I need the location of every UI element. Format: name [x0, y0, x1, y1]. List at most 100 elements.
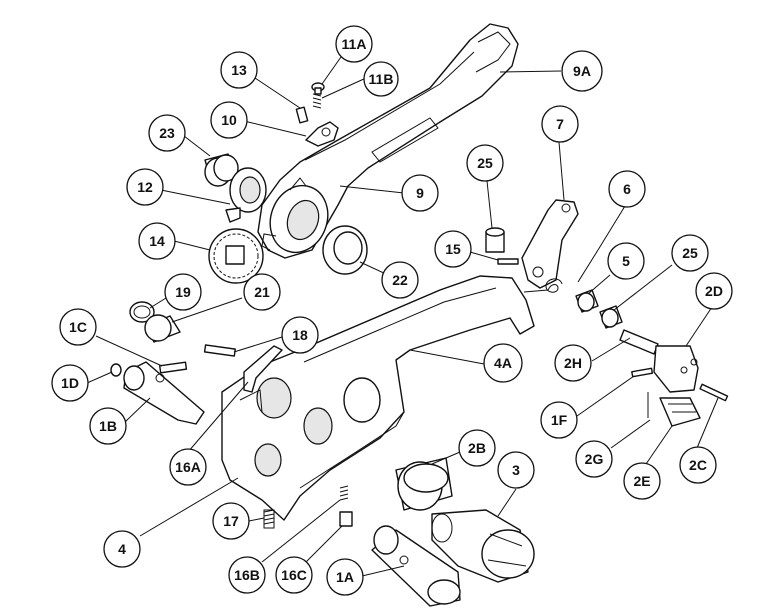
- leader-7: [558, 141, 565, 201]
- part-1c-pin: [159, 361, 188, 374]
- svg-text:1A: 1A: [336, 569, 354, 585]
- svg-text:6: 6: [623, 181, 631, 197]
- svg-text:17: 17: [223, 513, 239, 529]
- part-2h-shaft: [619, 329, 659, 355]
- svg-text:1F: 1F: [551, 412, 568, 428]
- part-11b-spring: [312, 93, 322, 109]
- part-7-dog: [521, 199, 579, 289]
- leader-9: [339, 185, 405, 194]
- callout-2b: 2B: [458, 429, 496, 467]
- svg-text:21: 21: [254, 284, 270, 300]
- leader-17: [248, 517, 265, 522]
- part-2d-clamp-block: [653, 345, 699, 393]
- part-21-bushing: [144, 314, 181, 343]
- part-1b-handle: [123, 361, 205, 425]
- callout-6: 6: [608, 170, 646, 208]
- leader-16c: [305, 525, 343, 563]
- callout-2e: 2E: [623, 462, 661, 500]
- callout-25b: 25: [671, 234, 709, 272]
- leader-2b: [431, 451, 461, 465]
- callout-2c: 2C: [679, 446, 717, 484]
- svg-text:14: 14: [149, 233, 165, 249]
- callout-25a: 25: [466, 144, 504, 182]
- part-22-bushing: [322, 225, 368, 275]
- svg-text:10: 10: [221, 112, 237, 128]
- part-1d-nut: [110, 363, 122, 377]
- part-13-pin: [295, 106, 309, 124]
- part-23-bushing: [204, 153, 239, 187]
- part-2e-cutter: [659, 397, 701, 427]
- callout-7: 7: [541, 105, 579, 143]
- svg-text:11B: 11B: [369, 71, 394, 87]
- leader-1d: [86, 371, 113, 384]
- svg-text:2G: 2G: [585, 451, 604, 467]
- callout-2d: 2D: [695, 272, 733, 310]
- callout-16c: 16C: [275, 556, 313, 594]
- svg-text:15: 15: [445, 241, 461, 257]
- callout-10: 10: [210, 101, 248, 139]
- callout-11b: 11B: [363, 61, 399, 97]
- part-12-ring: [225, 167, 267, 223]
- svg-text:25: 25: [477, 155, 493, 171]
- leader-1a: [361, 565, 405, 577]
- svg-text:7: 7: [556, 116, 564, 132]
- svg-text:4: 4: [118, 541, 126, 557]
- callout-2g: 2G: [575, 440, 613, 478]
- leader-16a: [187, 381, 249, 453]
- part-11a-screw: [311, 82, 325, 95]
- part-10-pawl: [305, 121, 339, 147]
- leader-11b: [321, 77, 367, 99]
- callout-5: 5: [607, 242, 645, 280]
- part-18-pin: [203, 344, 236, 357]
- callout-23: 23: [148, 114, 186, 152]
- svg-text:3: 3: [512, 462, 520, 478]
- svg-text:18: 18: [292, 327, 308, 343]
- svg-text:22: 22: [392, 272, 408, 288]
- svg-text:9A: 9A: [573, 63, 591, 79]
- callout-1f: 1F: [540, 401, 578, 439]
- callout-4a: 4A: [483, 343, 523, 383]
- callout-1d: 1D: [51, 364, 89, 402]
- leader-16b: [261, 499, 341, 563]
- callout-16b: 16B: [228, 556, 266, 594]
- lever-arm-part-9: [257, 23, 519, 259]
- part-17-spring: [263, 509, 275, 529]
- callout-1c: 1C: [59, 308, 97, 346]
- part-1f-pin: [631, 367, 654, 378]
- svg-text:4A: 4A: [494, 355, 512, 371]
- leader-6: [597, 205, 626, 251]
- callout-14: 14: [138, 222, 176, 260]
- callout-2h: 2H: [554, 344, 592, 382]
- callout-1a: 1A: [326, 558, 364, 596]
- part-16c-plunger: [339, 511, 353, 527]
- svg-text:2C: 2C: [689, 457, 707, 473]
- leader-15: [469, 251, 499, 261]
- part-25-bushing-upper: [485, 227, 505, 253]
- leader-4a: [409, 349, 485, 365]
- leader-1f: [576, 375, 635, 417]
- callout-13: 13: [220, 51, 258, 89]
- callout-18: 18: [281, 316, 319, 354]
- leader-2e: [643, 425, 673, 468]
- callout-9a: 9A: [561, 50, 603, 92]
- part-1a-tube: [371, 525, 461, 607]
- svg-text:1D: 1D: [61, 375, 79, 391]
- svg-text:19: 19: [175, 284, 191, 300]
- leader-9a: [499, 70, 562, 73]
- leader-2d: [685, 306, 713, 347]
- callout-17: 17: [212, 502, 250, 540]
- part-14-gear: [208, 228, 264, 284]
- leader-13: [254, 77, 301, 109]
- leader-14: [173, 240, 211, 251]
- callout-4: 4: [103, 530, 141, 568]
- part-15-pin: [497, 258, 519, 265]
- callout-3: 3: [497, 451, 535, 489]
- svg-text:12: 12: [137, 179, 153, 195]
- svg-text:11A: 11A: [342, 36, 367, 52]
- callout-11a: 11A: [335, 25, 373, 63]
- part-3-collet: [431, 509, 535, 583]
- svg-text:16C: 16C: [281, 567, 307, 583]
- leader-22: [359, 261, 387, 275]
- callout-21: 21: [243, 273, 281, 311]
- svg-text:9: 9: [416, 185, 424, 201]
